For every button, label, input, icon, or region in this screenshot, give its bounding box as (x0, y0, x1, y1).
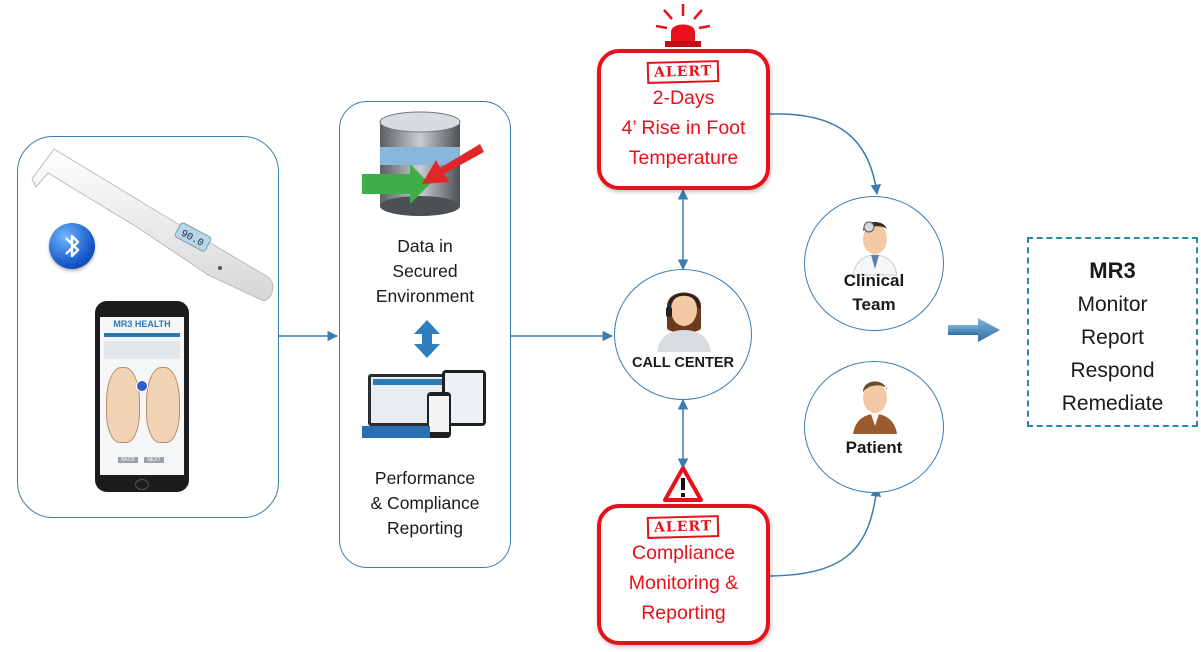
devices-illustration (362, 370, 488, 442)
call-center-agent-icon (657, 292, 711, 352)
mr3-item: Remediate (1061, 392, 1164, 415)
clinical-team-node: Clinical Team (804, 196, 944, 331)
app-back-button[interactable]: BACK (118, 457, 138, 463)
doctor-icon (852, 221, 898, 276)
phone-screen: MR3 HEALTH BACK NEXT (100, 317, 184, 475)
alert-stamp: ALERT (647, 60, 720, 84)
call-center-label: CALL CENTER (631, 355, 735, 371)
patient-node: Patient (804, 361, 944, 493)
left-foot (106, 367, 140, 443)
clinical-team-label: Clinical Team (843, 271, 905, 314)
thermometer-illustration: 90.0 (31, 148, 274, 302)
reporting-label: Performance & Compliance Reporting (370, 468, 480, 538)
right-foot (146, 367, 180, 443)
mr3-item: Respond (1070, 359, 1155, 382)
alert-text-line: Compliance (632, 542, 735, 564)
patient-icon (853, 381, 897, 434)
database-icon (362, 111, 484, 216)
mr3-title: MR3 (1089, 258, 1136, 283)
smartphone: MR3 HEALTH BACK NEXT (95, 301, 189, 492)
compliance-alert: ALERT Compliance Monitoring & Reporting (597, 504, 770, 645)
app-brand: MR3 HEALTH (113, 319, 171, 329)
alert-stamp: ALERT (647, 515, 720, 539)
arrow-alert-to-patient (769, 485, 882, 577)
alert-text-line: 2-Days (652, 87, 715, 109)
alert-text-line: Reporting (641, 602, 726, 624)
storage-label: Data in Secured Environment (375, 236, 475, 306)
phone-home-button (135, 479, 149, 490)
alert-text-line: Monitoring & (628, 572, 739, 594)
app-chart-area (104, 341, 180, 359)
patient-label: Patient (845, 438, 903, 457)
bluetooth-icon (49, 223, 95, 269)
alert-text-line: Temperature (628, 147, 739, 169)
data-panel: Data in Secured Environment Performance … (339, 101, 511, 568)
mr3-summary-box: MR3 Monitor Report Respond Remediate (1027, 237, 1198, 427)
mr3-item: Monitor (1077, 293, 1148, 316)
alert-text-line: 4’ Rise in Foot (621, 117, 746, 139)
arrow-to-summary (948, 318, 1000, 342)
arrow-alert-to-clinical (769, 113, 881, 196)
mr3-item: Report (1080, 326, 1145, 349)
temperature-alert: ALERT 2-Days 4’ Rise in Foot Temperature (597, 49, 770, 190)
call-center-node: CALL CENTER (614, 269, 752, 400)
app-next-button[interactable]: NEXT (144, 457, 164, 463)
device-panel: 90.0 MR3 HEALTH BACK NEXT (17, 136, 279, 518)
sensor-marker (136, 380, 148, 392)
